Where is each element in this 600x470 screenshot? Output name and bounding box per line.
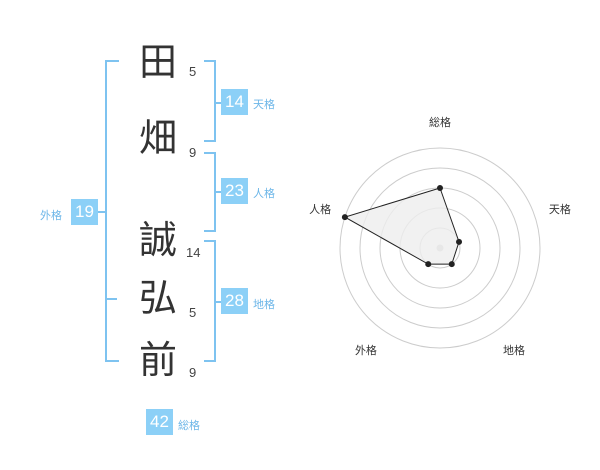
radar-ring-5 <box>339 147 541 349</box>
jinkaku-label: 人格 <box>253 187 275 200</box>
name-char-2: 畑 <box>138 116 177 160</box>
radar-axis-label-4: 外格 <box>355 343 377 357</box>
name-char-4: 弘 <box>138 276 177 320</box>
radar-point-3 <box>448 261 455 268</box>
stroke-count-4: 5 <box>189 305 197 320</box>
jinkaku-connector <box>216 191 222 193</box>
radar-axis-label-3: 地格 <box>503 343 525 357</box>
name-char-1: 田 <box>138 40 177 84</box>
stroke-count-1: 5 <box>189 64 197 79</box>
chikaku-bracket <box>204 240 216 362</box>
stroke-count-5: 9 <box>189 365 197 380</box>
gaikaku-value: 19 <box>71 199 98 225</box>
tenkaku-bracket <box>204 60 216 142</box>
radar-point-1 <box>437 185 443 191</box>
tenkaku-label: 天格 <box>253 98 275 111</box>
gaikaku-label: 外格 <box>40 209 62 222</box>
soukaku-value: 42 <box>146 409 173 435</box>
radar-axis-label-5: 人格 <box>309 202 331 216</box>
jinkaku-value: 23 <box>221 178 248 204</box>
gaikaku-bracket <box>105 60 119 362</box>
tenkaku-connector <box>216 102 222 104</box>
radar-axis-label-2: 天格 <box>549 202 571 216</box>
stroke-count-3: 14 <box>186 245 201 260</box>
radar-point-2 <box>456 238 463 245</box>
chikaku-label: 地格 <box>253 298 275 311</box>
radar-axis-label-1: 総格 <box>429 115 451 129</box>
soukaku-label: 総格 <box>178 419 200 432</box>
radar-point-4 <box>425 261 432 268</box>
stroke-count-2: 9 <box>189 145 197 160</box>
gaikaku-bracket-connector <box>97 211 105 213</box>
name-char-5: 前 <box>138 338 177 382</box>
gaikaku-bracket-tick <box>105 298 117 300</box>
name-char-3: 誠 <box>138 218 177 262</box>
radar-polygon <box>343 187 460 265</box>
chikaku-connector <box>216 301 222 303</box>
radar-ring-4 <box>359 167 521 329</box>
jinkaku-bracket <box>204 152 216 232</box>
chikaku-value: 28 <box>221 288 248 314</box>
radar-point-5 <box>341 214 348 221</box>
tenkaku-value: 14 <box>221 89 248 115</box>
